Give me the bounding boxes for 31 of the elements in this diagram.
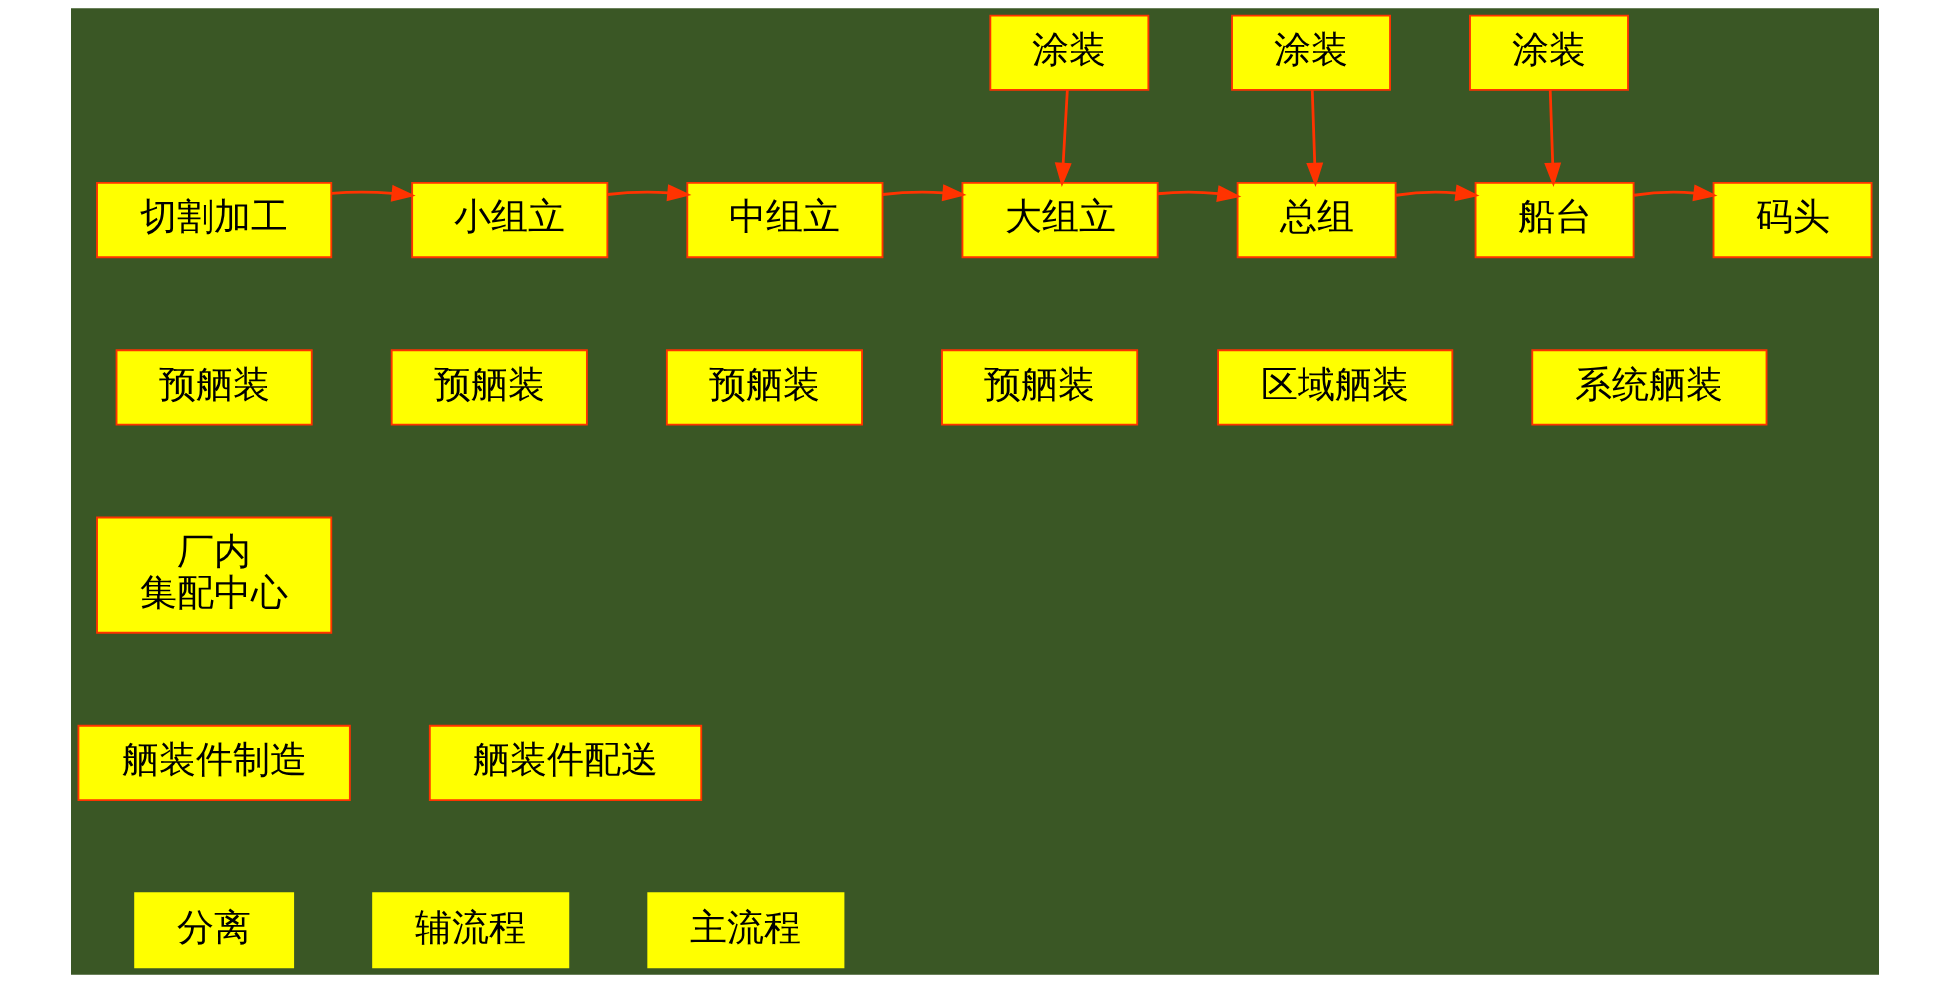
node-box: 涂装 bbox=[988, 14, 1149, 91]
node-box: 辅流程 bbox=[371, 892, 569, 969]
node-box: 涂装 bbox=[1230, 14, 1391, 91]
node-box: 涂装 bbox=[1468, 14, 1629, 91]
node-box: 预舾装 bbox=[940, 349, 1138, 426]
node-box: 区域舾装 bbox=[1216, 349, 1453, 426]
arrow bbox=[1395, 184, 1480, 202]
node-box: 中组立 bbox=[685, 181, 883, 259]
arrow bbox=[330, 184, 416, 202]
node-box: 大组立 bbox=[961, 181, 1159, 259]
node-box: 舾装件制造 bbox=[77, 724, 351, 802]
node-box: 码头 bbox=[1712, 181, 1872, 259]
arrow bbox=[882, 184, 967, 202]
node-box: 分离 bbox=[133, 892, 294, 969]
node-box: 预舾装 bbox=[665, 349, 863, 426]
node-box: 船台 bbox=[1474, 181, 1635, 259]
arrow bbox=[1633, 184, 1717, 202]
node-box: 总组 bbox=[1236, 181, 1397, 259]
arrow bbox=[1543, 90, 1561, 187]
node-box: 舾装件配送 bbox=[428, 724, 702, 802]
arrow bbox=[606, 184, 691, 202]
node-box: 系统舾装 bbox=[1530, 349, 1767, 426]
arrow bbox=[1157, 185, 1241, 202]
node-box: 预舾装 bbox=[115, 349, 313, 426]
node-box: 切割加工 bbox=[95, 181, 332, 259]
node-box: 厂内 集配中心 bbox=[95, 516, 332, 634]
node-box: 小组立 bbox=[410, 181, 608, 259]
node-box: 预舾装 bbox=[390, 349, 588, 426]
arrow bbox=[1305, 90, 1323, 187]
arrow bbox=[1054, 90, 1072, 187]
node-box: 主流程 bbox=[646, 892, 844, 969]
